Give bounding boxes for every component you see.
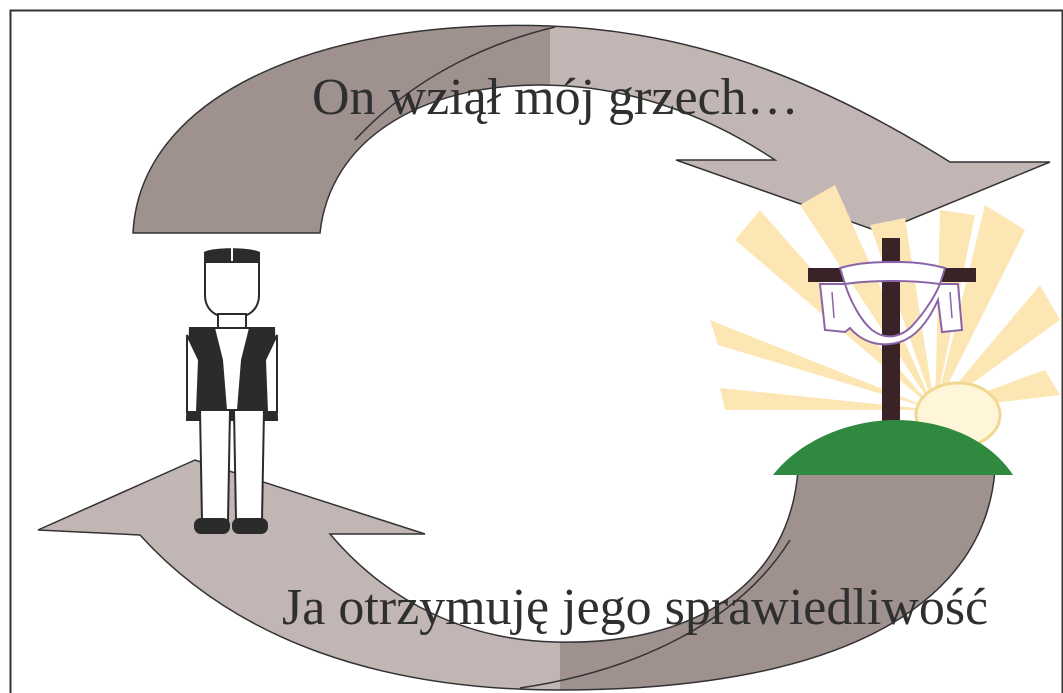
person-neck [217,313,247,329]
top-arrow-shaft-dark [133,25,550,233]
top-arrow-shaft-light [550,26,1050,232]
sun-ray [935,205,1025,410]
caption-top: On wziął mój grzech… [312,69,799,126]
cloth-fold-right [949,291,953,319]
person-right-shoe [232,518,268,534]
cross-with-cloth-icon [808,238,976,430]
sun-ray [935,285,1060,410]
cross-vertical-beam [882,238,900,430]
cross-cloth-drape [838,260,947,286]
person-figure-icon [185,248,279,534]
bottom-arrow-fold [519,539,791,689]
person-left-arm [186,334,201,413]
top-arrow-fold [354,26,556,141]
person-head [204,261,260,320]
person-right-leg [232,409,266,521]
caption-bottom: Ja otrzymuję jego sprawiedliwość [282,579,989,636]
person-left-leg [198,409,232,521]
hill-icon [773,420,1013,475]
top-arrow-outline [132,24,1051,234]
sun-ray [720,388,935,410]
person-left-shoe [194,518,230,534]
cloth-fold-left [831,291,835,319]
curved-arrow-left-icon [37,459,996,691]
bottom-arrow-outline [37,459,996,691]
bottom-arrow-shaft-dark [560,470,995,690]
bottom-arrow-shaft-light [38,460,560,690]
person-right-arm [263,334,278,413]
sun-ray [710,320,935,410]
cross-cloth [818,283,964,346]
sun-ray [800,185,935,410]
curved-arrow-right-icon [132,24,1051,234]
